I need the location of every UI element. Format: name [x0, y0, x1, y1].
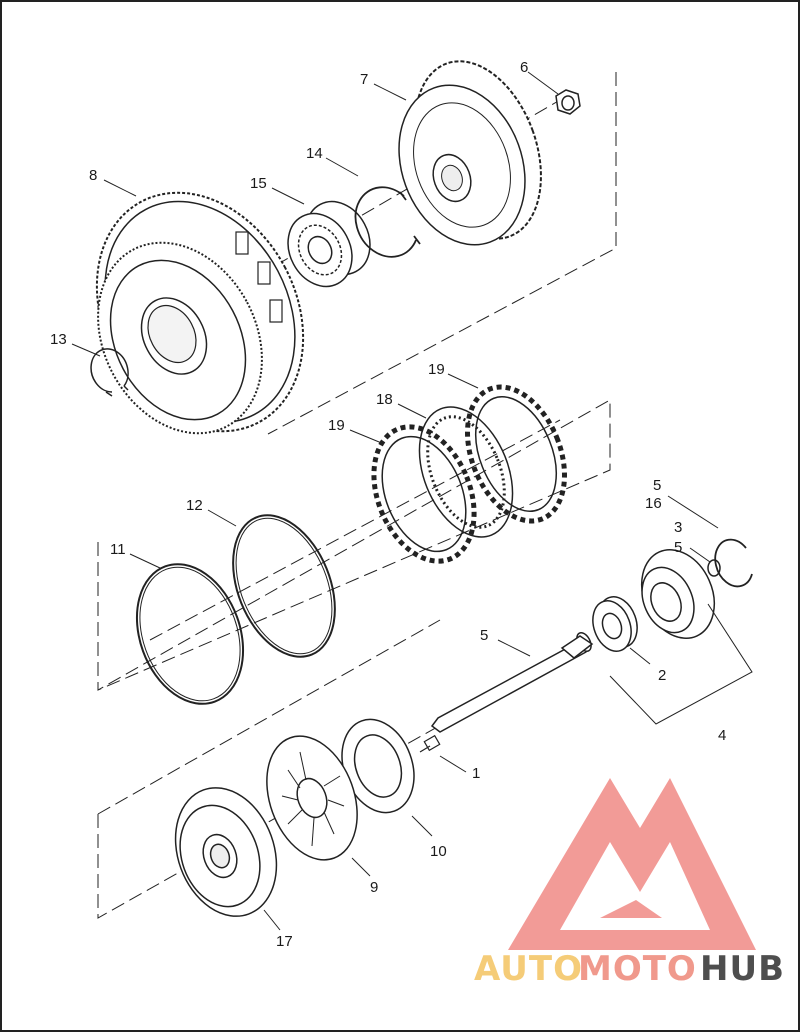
leader-4-bracket	[609, 603, 753, 725]
callout-15: 15	[250, 175, 267, 192]
callout-1: 1	[472, 765, 480, 782]
callout-9: 9	[370, 879, 378, 896]
part-2-bearing	[592, 596, 638, 652]
part-15-bearing	[287, 200, 371, 288]
callout-7: 7	[360, 71, 368, 88]
part-10-plate	[341, 718, 415, 814]
callout-5-rod: 5	[480, 627, 488, 644]
leader-19-left	[349, 429, 385, 445]
leader-7	[373, 83, 407, 101]
callout-19-left: 19	[328, 417, 345, 434]
leader-8	[103, 179, 137, 197]
leader-15	[271, 187, 305, 205]
part-4-release-housing	[640, 549, 716, 639]
leader-12	[207, 509, 237, 527]
automotohub-logo	[508, 778, 756, 950]
part-9-diaphragm-spring	[266, 735, 358, 861]
leader-9	[351, 857, 371, 877]
leader-2	[629, 647, 651, 665]
leader-1	[439, 755, 467, 773]
logo-triangle-cutout	[560, 842, 710, 930]
callout-13: 13	[50, 331, 67, 348]
callout-14: 14	[306, 145, 323, 162]
lower-dash-outline	[97, 685, 511, 919]
part-8-clutch-shell	[95, 191, 305, 435]
leader-18	[397, 403, 427, 419]
logo-inner-mark	[600, 900, 662, 918]
leader-10	[411, 815, 433, 837]
wordmark-moto: MOTO	[578, 949, 697, 989]
callout-2: 2	[658, 667, 666, 684]
plates-axis-line	[149, 419, 561, 641]
leader-6	[527, 71, 559, 95]
callout-19-top: 19	[428, 361, 445, 378]
part-7-clutch-hub	[398, 60, 542, 246]
callout-17: 17	[276, 933, 293, 950]
callout-12: 12	[186, 497, 203, 514]
part-19-friction-plate-front	[371, 424, 477, 564]
wordmark-hub: HUB	[700, 949, 785, 989]
leader-16	[667, 495, 719, 529]
part-6-nut	[555, 89, 581, 115]
callout-10: 10	[430, 843, 447, 860]
part-17-pressure-plate	[174, 787, 278, 917]
part-1-screw	[419, 734, 441, 753]
callout-labels: 6 7 8 15 14 13 19 18 19 12 11 5 16 3 5 5…	[50, 59, 726, 950]
callout-11: 11	[110, 541, 126, 558]
wordmark-auto: AUTO	[474, 949, 583, 989]
callout-3: 3	[674, 519, 682, 536]
leader-17	[263, 909, 281, 931]
callout-6: 6	[520, 59, 528, 76]
callout-5-top: 5	[653, 477, 661, 494]
part-14-snap-ring	[354, 186, 421, 258]
part-12-ring	[232, 514, 336, 658]
part-3-washer	[707, 559, 721, 577]
leader-14	[325, 157, 359, 177]
middle-dash-outline	[97, 399, 611, 691]
callout-5-mid: 5	[674, 539, 682, 556]
automotohub-wordmark: AUTO MOTO HUB	[474, 949, 785, 989]
leader-3	[689, 547, 711, 563]
callout-4: 4	[718, 727, 726, 744]
callout-16: 16	[645, 495, 662, 512]
leader-lines	[71, 71, 753, 931]
part-13-retaining-ring	[90, 348, 129, 397]
leader-13	[71, 343, 101, 357]
part-18-steel-plate	[418, 406, 514, 538]
callout-18: 18	[376, 391, 393, 408]
part-5-pushrod	[430, 631, 594, 733]
leader-11	[129, 553, 161, 569]
part-19-friction-plate-rear	[465, 384, 567, 524]
part-11-ring	[135, 563, 245, 705]
leader-19-top	[447, 373, 479, 389]
part-16-retaining-ring	[714, 538, 753, 588]
lower-dash-link	[97, 619, 441, 815]
callout-8: 8	[89, 167, 97, 184]
leader-5-rod	[497, 639, 531, 657]
